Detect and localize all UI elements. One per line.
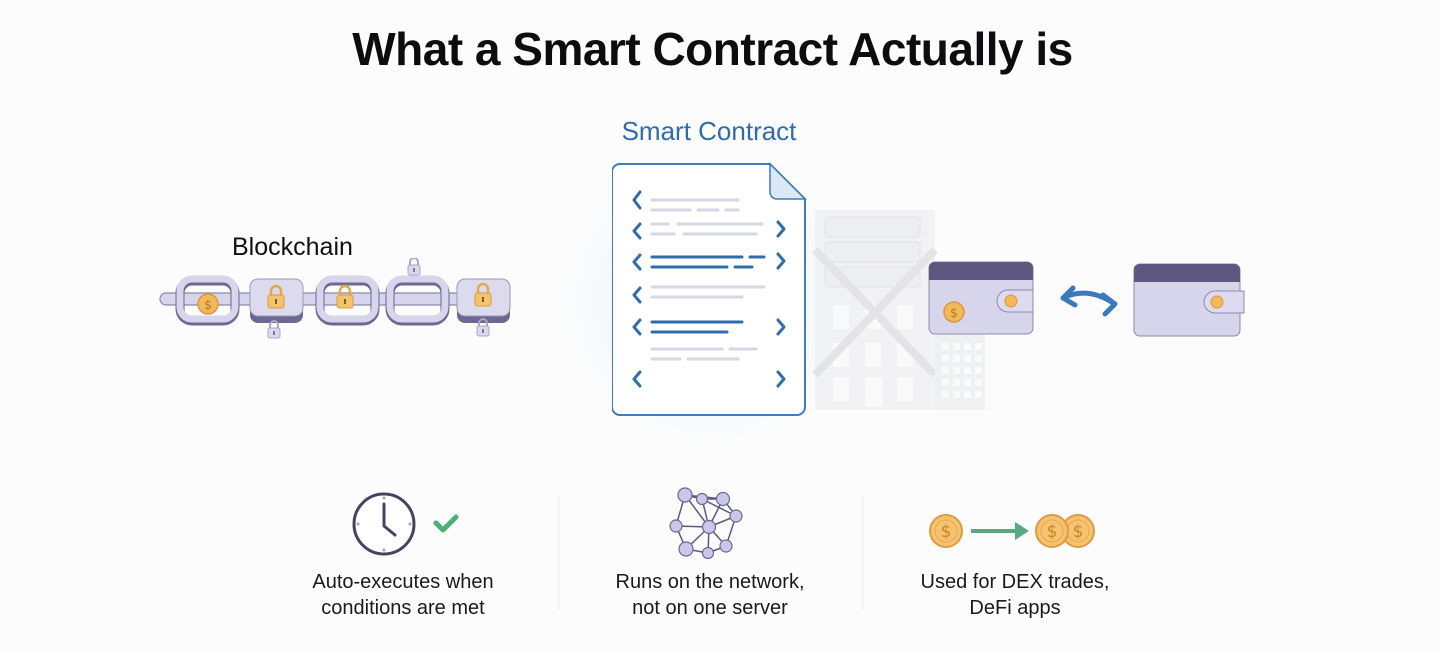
network-nodes-icon (668, 485, 758, 563)
feature-caption-line2: conditions are met (321, 597, 485, 619)
feature-caption-line1: Used for DEX trades, (920, 571, 1110, 593)
feature-caption-line2: DeFi apps (969, 597, 1061, 619)
svg-text:$: $ (204, 298, 212, 312)
coin-exchange-icon: $ $ $ (925, 512, 1100, 552)
blockchain-chain-illustration: $ (155, 257, 525, 343)
feature-caption-line2: not on one server (632, 597, 788, 619)
feature-caption: Used for DEX trades, DeFi apps (900, 569, 1130, 621)
feature-caption-line1: Auto-executes when (312, 571, 494, 593)
crossed-out-server-building-icon (805, 205, 1025, 415)
smart-contract-label: Smart Contract (621, 116, 797, 146)
feature-divider (862, 495, 863, 610)
svg-text:$: $ (1073, 522, 1084, 542)
code-document-icon (611, 162, 807, 417)
feature-caption: Runs on the network, not on one server (590, 569, 830, 621)
feature-divider (558, 495, 559, 610)
wallet-with-coin-icon: $ (928, 260, 1036, 338)
feature-caption-line1: Runs on the network, (615, 571, 805, 593)
svg-text:$: $ (1047, 522, 1058, 542)
blockchain-label: Blockchain (232, 233, 353, 261)
wallet-icon (1133, 262, 1245, 338)
clock-check-icon (352, 490, 464, 560)
bidirectional-arrow-icon (1055, 283, 1123, 319)
feature-caption: Auto-executes when conditions are met (290, 569, 516, 621)
svg-text:$: $ (950, 306, 958, 320)
svg-text:$: $ (941, 522, 952, 542)
page-title: What a Smart Contract Actually is (352, 23, 1073, 75)
